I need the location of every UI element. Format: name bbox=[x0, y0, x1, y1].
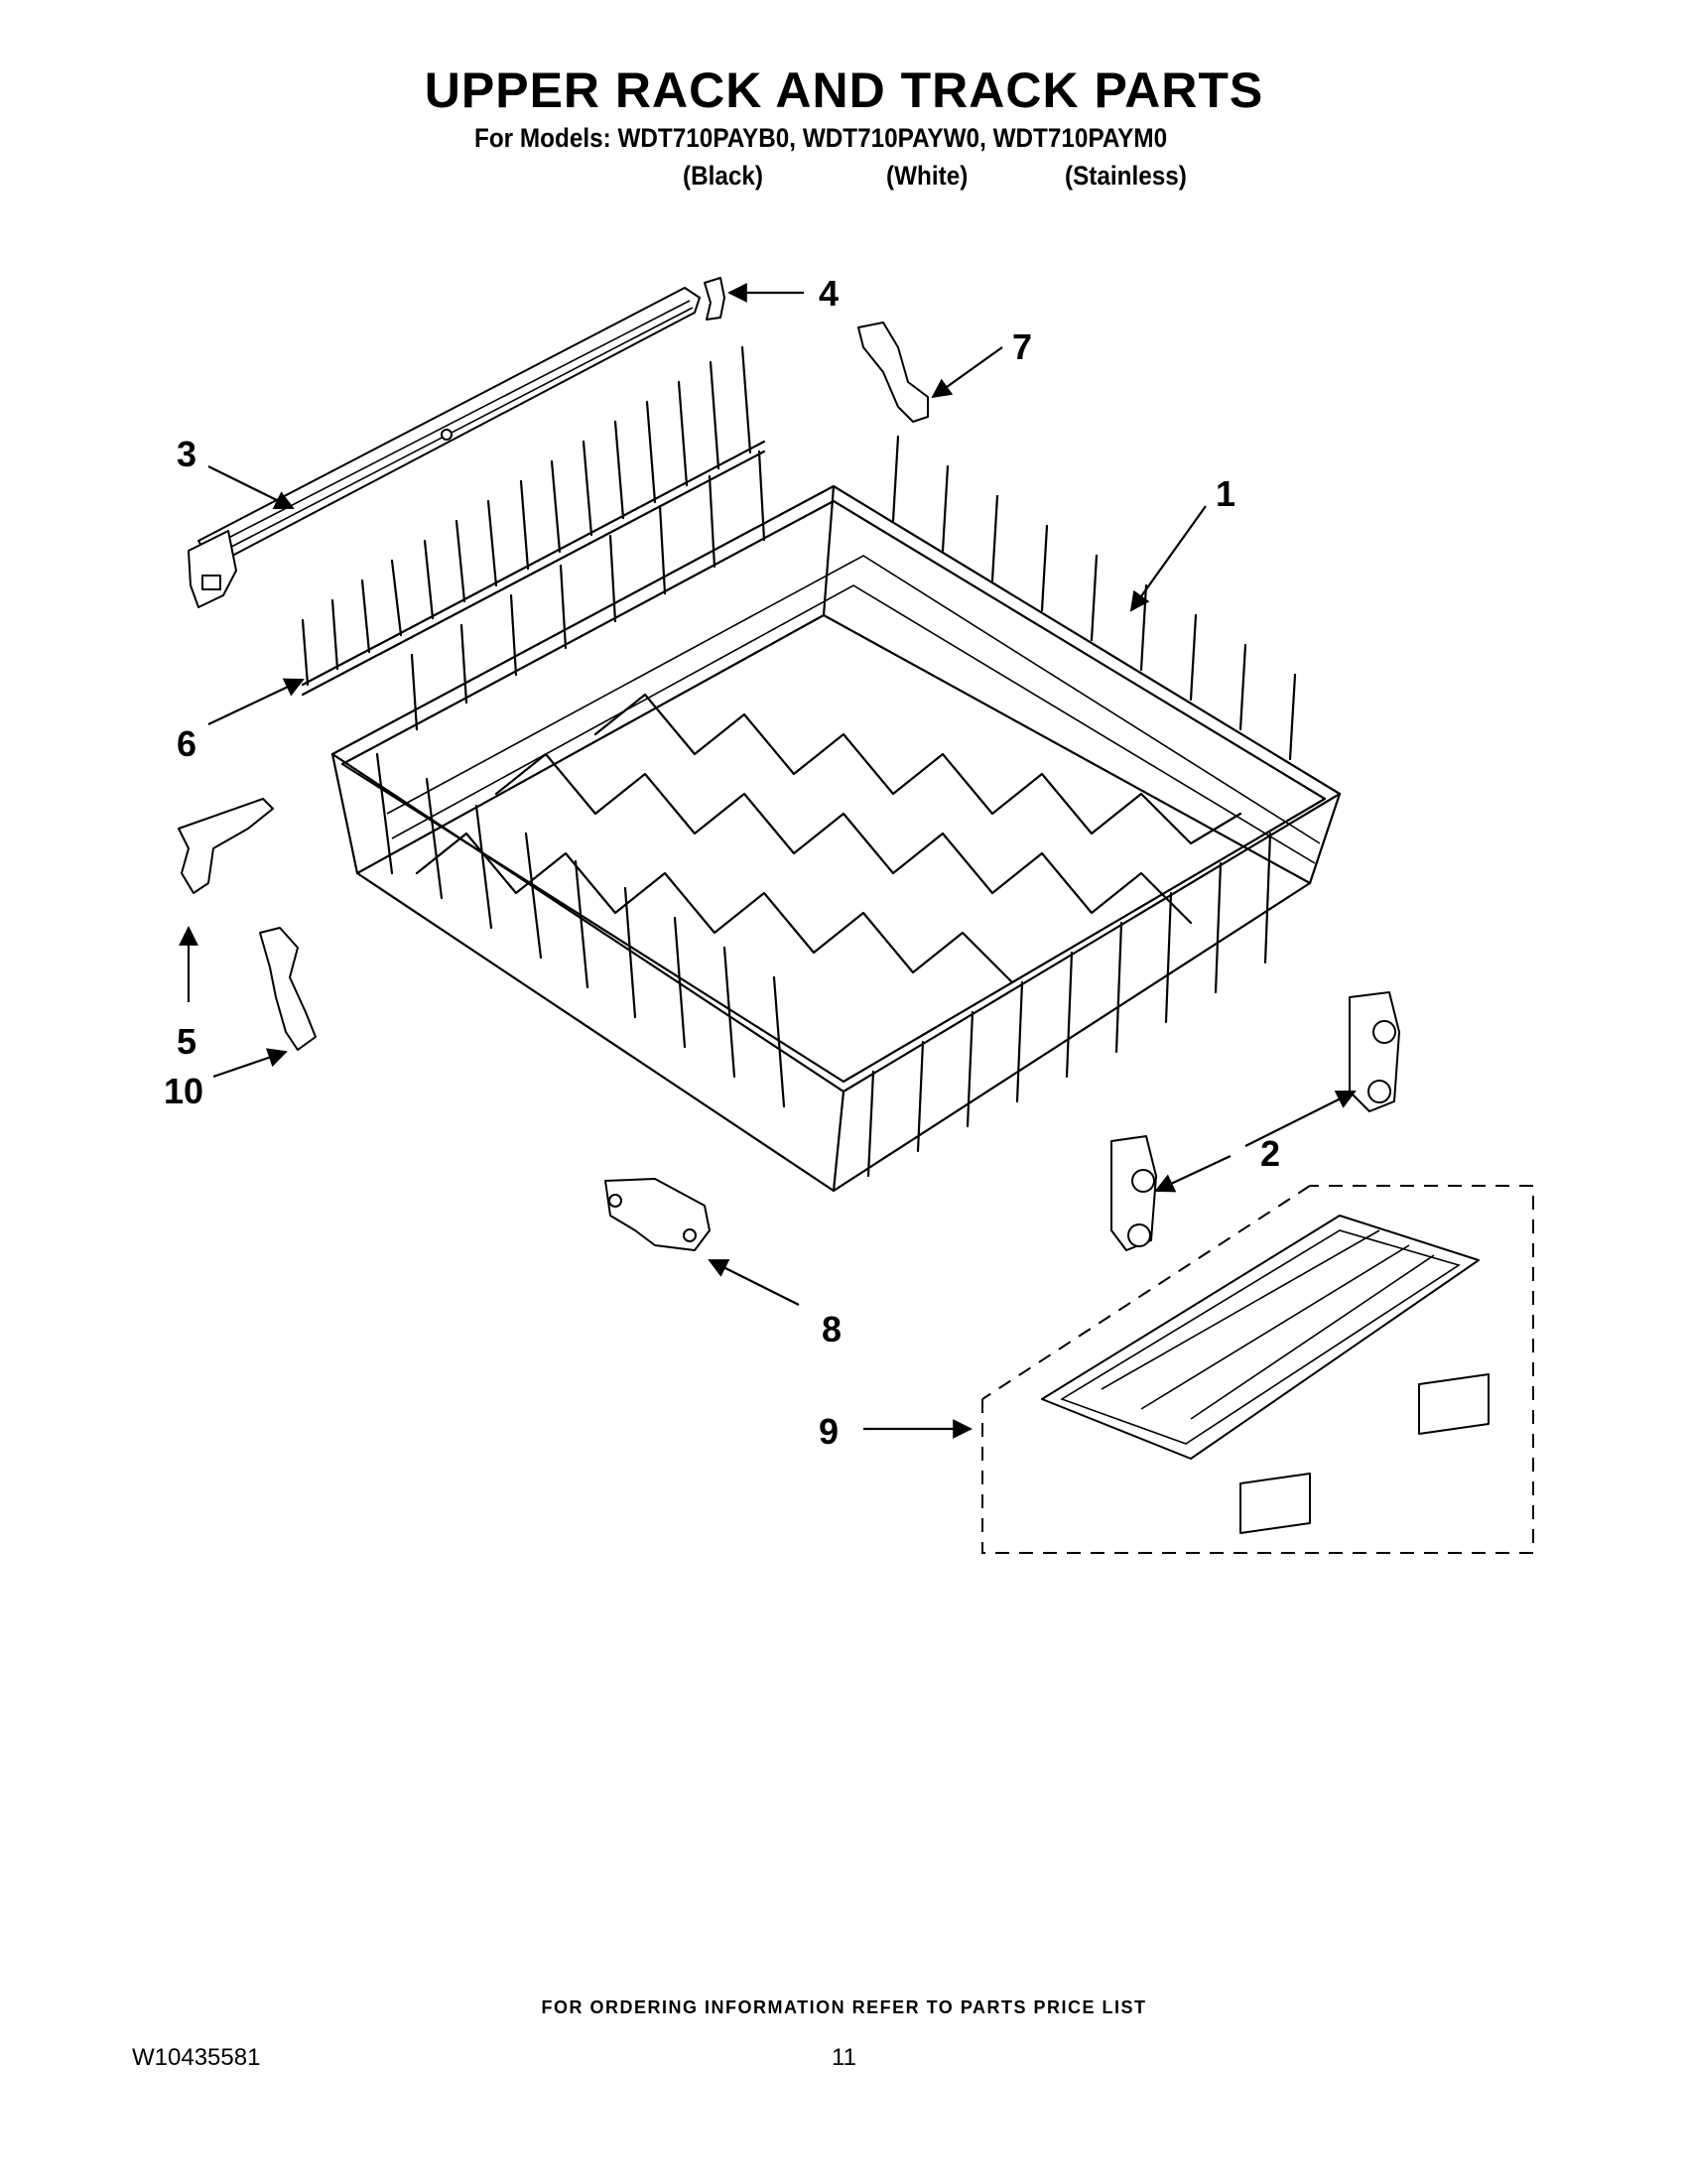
color-black-label: (Black) bbox=[683, 161, 764, 191]
callout-6: 6 bbox=[177, 723, 196, 764]
upper-rack-part bbox=[330, 435, 1342, 1193]
callout-10: 10 bbox=[164, 1071, 203, 1111]
rack-stop-part bbox=[604, 1178, 711, 1251]
latch-part bbox=[178, 798, 274, 894]
document-number: W10435581 bbox=[132, 2044, 261, 2071]
color-stainless-label: (Stainless) bbox=[1065, 161, 1187, 191]
callout-5: 5 bbox=[177, 1021, 196, 1062]
rail-track-part bbox=[188, 287, 701, 608]
ordering-note: FOR ORDERING INFORMATION REFER TO PARTS … bbox=[541, 1997, 1147, 2017]
callout-2: 2 bbox=[1260, 1133, 1280, 1174]
callout-4: 4 bbox=[819, 273, 839, 314]
callout-7: 7 bbox=[1012, 326, 1032, 367]
shelf-kit-part bbox=[981, 1185, 1534, 1554]
page-title: UPPER RACK AND TRACK PARTS bbox=[424, 63, 1264, 118]
callout-arrows bbox=[179, 283, 1357, 1439]
page-number: 11 bbox=[832, 2044, 856, 2071]
callout-1: 1 bbox=[1216, 473, 1235, 514]
tine-row-part bbox=[301, 345, 766, 697]
clip-part bbox=[704, 277, 725, 321]
callout-3: 3 bbox=[177, 434, 196, 474]
callout-9: 9 bbox=[819, 1411, 839, 1452]
callout-8: 8 bbox=[822, 1309, 842, 1349]
clip-part-10 bbox=[259, 927, 317, 1051]
color-white-label: (White) bbox=[886, 161, 969, 191]
models-line: For Models: WDT710PAYB0, WDT710PAYW0, WD… bbox=[474, 123, 1168, 153]
roller-assembly-part bbox=[1110, 991, 1400, 1251]
bracket-part bbox=[857, 321, 929, 423]
